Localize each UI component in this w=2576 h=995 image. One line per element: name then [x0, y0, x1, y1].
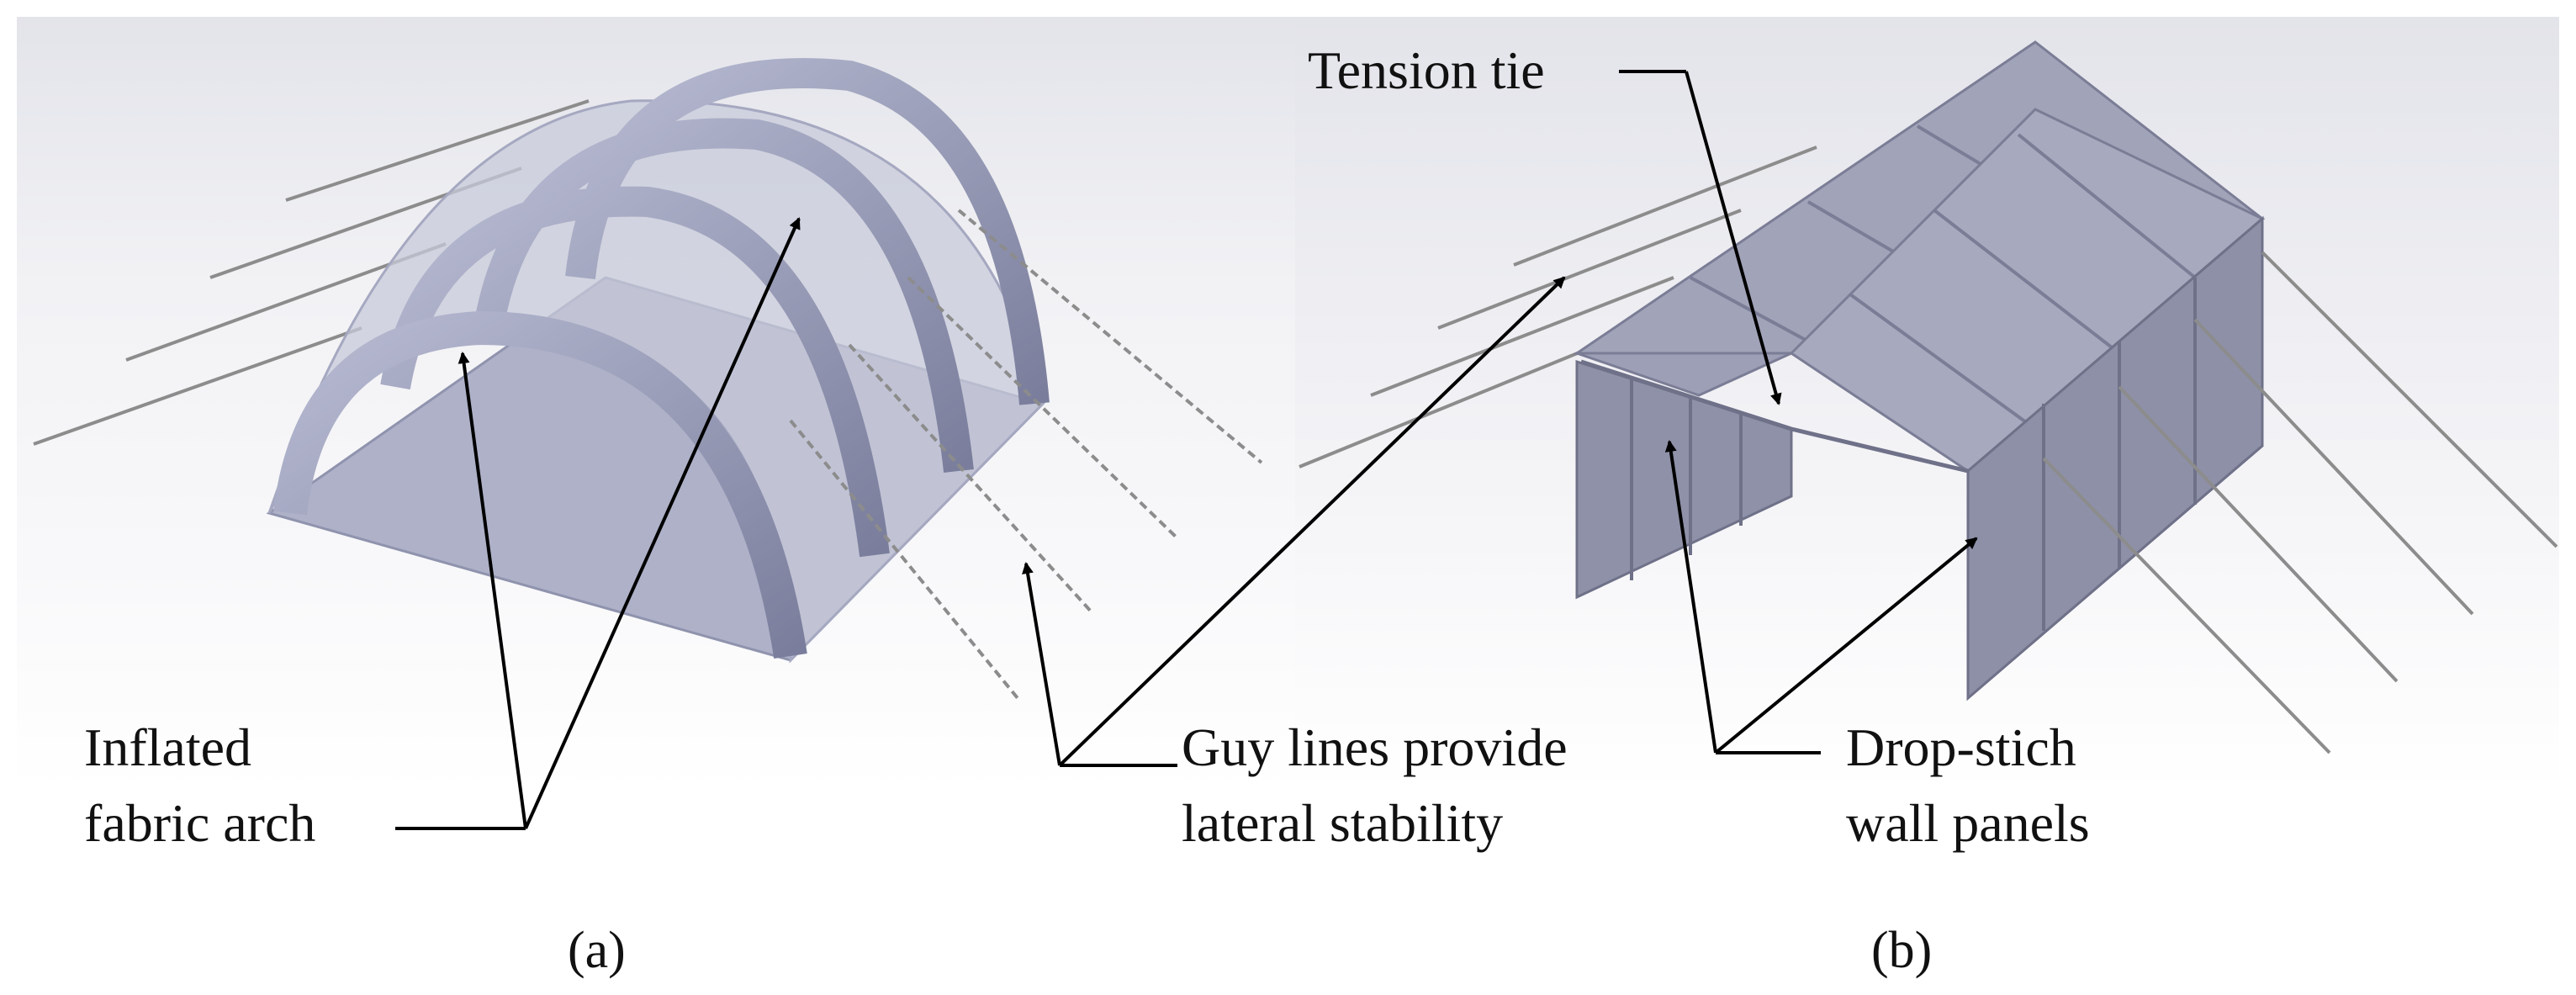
wall-arrow-1: [1664, 440, 1717, 754]
arch-arrow-1: [458, 352, 527, 829]
arch-arrow-2: [524, 217, 801, 829]
guy-label-line-1: Guy lines provide: [1182, 717, 1568, 777]
guy-lines-right-a: [789, 209, 1263, 700]
tension-label: Tension tie: [1308, 40, 1545, 100]
wall-label-line-1: Drop-stich: [1846, 717, 2076, 777]
caption-a: (a): [568, 922, 626, 979]
guy-lines-right-b: [2042, 251, 2558, 754]
arch-label-line-1: Inflated: [84, 717, 251, 777]
arch-label-line-2: fabric arch: [84, 793, 315, 853]
roof-right-seams: [1849, 133, 2197, 431]
right-wall-front: [1966, 215, 2264, 701]
wall-label-line-2: wall panels: [1846, 793, 2090, 853]
guy-arrow-2: [1058, 276, 1566, 767]
arch-tube-2: [380, 186, 890, 558]
tension-arrow: [1685, 71, 1782, 405]
inflated-arch-tent: [33, 58, 1263, 700]
guy-lines-left-b: [1299, 146, 1817, 468]
annotation-lines: [395, 70, 1978, 830]
tension-tie: [1580, 359, 1969, 474]
left-wall-seams: [1630, 378, 1743, 580]
drop-stitch-tent: [1299, 40, 2558, 754]
wall-arrow-2: [1714, 537, 1978, 754]
guy-label-line-2: lateral stability: [1182, 793, 1503, 853]
guy-arrow-1: [1022, 562, 1061, 766]
arch-tube-1: [273, 310, 807, 659]
caption-b: (b): [1871, 922, 1932, 979]
